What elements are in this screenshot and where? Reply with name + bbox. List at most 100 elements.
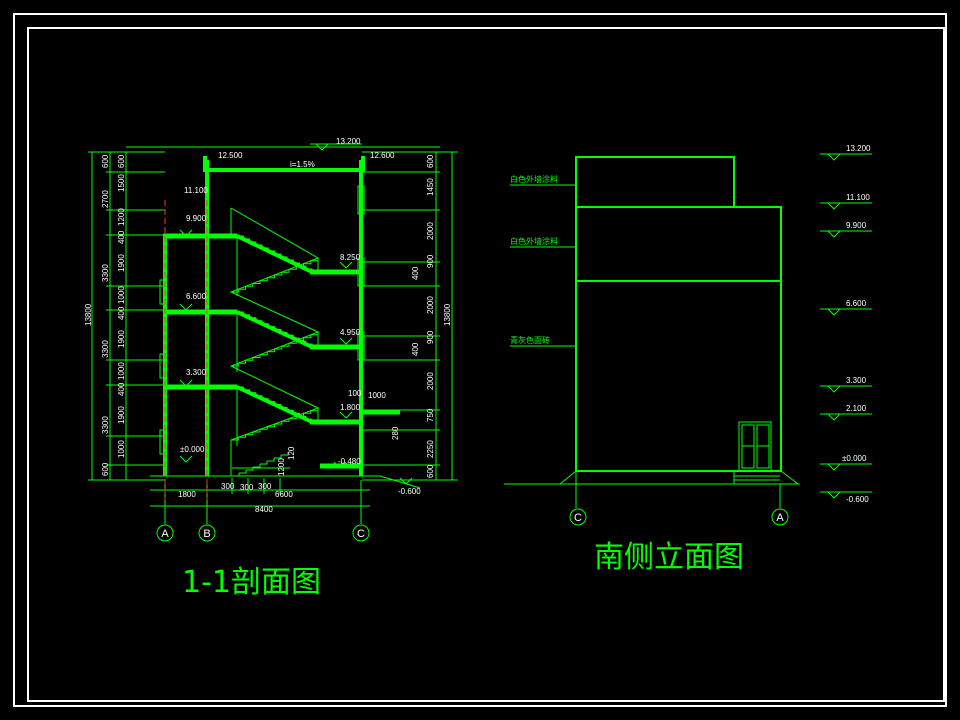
elev-level-3300: 3.300	[846, 376, 867, 385]
left-dim-6: 1900	[117, 254, 126, 272]
elev-9900-label: 9.900	[186, 214, 207, 223]
right-dim-10: 750	[426, 408, 435, 422]
left-dim-3: 1200	[117, 208, 126, 226]
right-dim-4: 400	[411, 266, 420, 280]
elev-parapet-right-label: 12.600	[370, 151, 395, 160]
left-dim-16: 600	[101, 462, 110, 476]
elevation-axis-bubbles	[569, 484, 789, 526]
section-windows	[159, 185, 365, 455]
material-label-3: 青灰色面砖	[510, 335, 550, 345]
dim-300-label-3: 300	[258, 482, 272, 491]
elevation-door	[738, 421, 772, 472]
left-dim-top-2: 1500	[117, 174, 126, 192]
elev-0-label: ±0.000	[180, 445, 205, 454]
elev-level-13200: 13.200	[846, 144, 871, 153]
axis-label-b: B	[203, 528, 210, 540]
elev-m0480-label: -0.480	[338, 457, 361, 466]
section-level-markers	[179, 143, 413, 485]
section-roof	[203, 156, 365, 172]
material-label-2: 白色外墙涂料	[510, 236, 558, 246]
left-dim-11: 1000	[117, 362, 126, 380]
right-dim-8: 900	[426, 330, 435, 344]
elevation-drawing	[504, 153, 872, 526]
outer-frame	[13, 13, 947, 707]
stair-step-flight	[231, 408, 319, 441]
total-height-label-left: 13800	[84, 303, 93, 326]
elev-1800-label: 1.800	[340, 403, 361, 412]
material-label-1: 白色外墙涂料	[510, 174, 558, 184]
right-dim-7: 400	[411, 342, 420, 356]
left-dim-7: 1000	[117, 286, 126, 304]
left-dim-5: 3300	[101, 264, 110, 282]
dim-300-label-2: 300	[240, 483, 254, 492]
note-120: 120	[287, 446, 296, 460]
bottom-dimension-chain	[150, 478, 370, 524]
right-dim-11: 2250	[426, 440, 435, 458]
elevation-title: 南侧立面图	[594, 540, 744, 575]
left-dim-4: 400	[117, 230, 126, 244]
section-axis-lines	[164, 200, 208, 500]
elevation-ground	[504, 470, 800, 485]
right-dim-5: 900	[426, 254, 435, 268]
left-dimension-chain	[88, 151, 165, 481]
axis-label-c: C	[357, 528, 365, 540]
elev-axis-label-a: A	[776, 512, 784, 524]
left-dim-2: 2700	[101, 190, 110, 208]
elev-level-0: ±0.000	[842, 454, 867, 463]
elev-axis-label-c: C	[574, 512, 582, 524]
elev-level-9900: 9.900	[846, 221, 867, 230]
section-title: 1-1剖面图	[182, 565, 321, 600]
total-width-label: 8400	[255, 505, 273, 514]
dim-1800-label: 1800	[178, 490, 196, 499]
stair-step-flight	[231, 258, 319, 293]
section-ground	[150, 467, 421, 489]
elev-m0600-label: -0.600	[398, 487, 421, 496]
total-height-label-right: 13800	[443, 303, 452, 326]
note-1000: 1000	[368, 391, 386, 400]
left-dim-1: 600	[101, 154, 110, 168]
right-dim-3: 2000	[426, 222, 435, 240]
left-dim-12: 400	[117, 382, 126, 396]
left-dim-8: 400	[117, 306, 126, 320]
left-dim-10: 1900	[117, 330, 126, 348]
elev-4950-label: 4.950	[340, 328, 361, 337]
right-dim-12: 600	[426, 464, 435, 478]
elev-11100-label: 11.100	[184, 186, 208, 195]
elev-roof-label: 13.200	[336, 137, 361, 146]
section-drawing	[88, 143, 458, 542]
elev-level-11100: 11.100	[846, 193, 870, 202]
axis-label-a: A	[161, 528, 169, 540]
dim-6600-label: 6600	[275, 490, 293, 499]
elev-6600-label: 6.600	[186, 292, 207, 301]
elev-level-2100: 2.100	[846, 404, 867, 413]
right-dim-9: 2000	[426, 372, 435, 390]
material-leaders	[510, 184, 576, 347]
elevation-level-markers	[820, 153, 872, 499]
inner-frame	[27, 27, 945, 702]
elev-8250-label: 8.250	[340, 253, 361, 262]
note-280: 280	[391, 426, 400, 440]
right-dim-1: 600	[426, 154, 435, 168]
section-floor-slabs	[163, 233, 400, 469]
right-dim-6: 2000	[426, 296, 435, 314]
left-dim-top-1: 600	[117, 154, 126, 168]
left-dim-9: 3300	[101, 340, 110, 358]
elev-level-m0600: -0.600	[846, 495, 869, 504]
section-axis-bubbles	[156, 524, 370, 542]
elev-level-6600: 6.600	[846, 299, 867, 308]
dim-300-label-1: 300	[221, 482, 235, 491]
stair-step-flight	[231, 332, 319, 367]
elev-3300-label: 3.300	[186, 368, 207, 377]
note-1200: 1200	[277, 458, 286, 476]
note-100: 100	[348, 389, 362, 398]
elev-parapet-left-label: 12.500	[218, 151, 243, 160]
stair-step-flight	[237, 311, 313, 347]
stair-steps	[231, 235, 319, 477]
left-dim-15: 1000	[117, 440, 126, 458]
left-dim-13: 3300	[101, 416, 110, 434]
right-dim-2: 1450	[426, 178, 435, 196]
slope-note: i=1.5%	[290, 160, 315, 169]
elevation-outline	[575, 156, 782, 472]
left-dim-14: 1900	[117, 406, 126, 424]
